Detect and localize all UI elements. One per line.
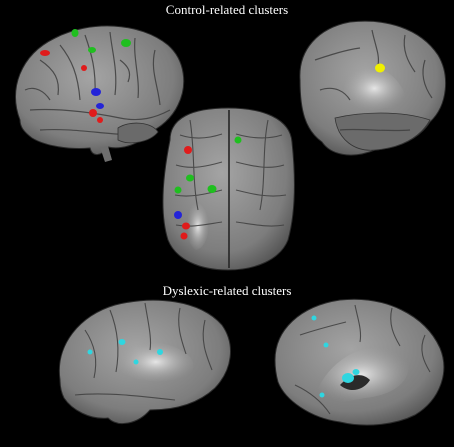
- brain-medial-right-control: [299, 20, 447, 156]
- brain-medial-right-dyslexic: [274, 298, 445, 426]
- cluster-cyan: [133, 359, 139, 365]
- cluster-green: [234, 136, 242, 144]
- cluster-blue: [174, 211, 182, 219]
- cluster-red: [97, 117, 103, 123]
- cluster-cyan: [342, 373, 354, 383]
- cluster-cyan: [87, 349, 93, 355]
- cluster-green: [174, 186, 182, 194]
- cluster-cyan: [352, 369, 360, 375]
- cluster-blue: [96, 103, 104, 109]
- cluster-yellow: [375, 63, 385, 73]
- brain-dorsal-control: [162, 107, 295, 271]
- cluster-red: [89, 109, 97, 117]
- cluster-green: [186, 174, 194, 182]
- cluster-cyan: [157, 349, 163, 355]
- cluster-cyan: [311, 315, 317, 321]
- brain-lateral-left-dyslexic: [58, 299, 231, 425]
- cluster-markers: [40, 29, 131, 123]
- cluster-red: [182, 222, 190, 230]
- cluster-cyan: [323, 342, 329, 348]
- cluster-red: [81, 65, 87, 71]
- brain-lateral-left-control: [15, 25, 185, 162]
- cluster-red: [180, 232, 188, 240]
- cluster-red: [184, 146, 192, 154]
- cluster-green: [207, 185, 217, 193]
- dyslexic-clusters-caption: Dyslexic-related clusters: [162, 283, 292, 298]
- cluster-cyan: [118, 339, 126, 345]
- cluster-green: [121, 39, 131, 47]
- cluster-green: [88, 47, 96, 53]
- control-clusters-caption: Control-related clusters: [165, 2, 289, 17]
- cluster-red: [40, 50, 50, 56]
- cluster-cyan: [319, 392, 325, 398]
- cluster-blue: [91, 88, 101, 96]
- cluster-green: [71, 29, 79, 37]
